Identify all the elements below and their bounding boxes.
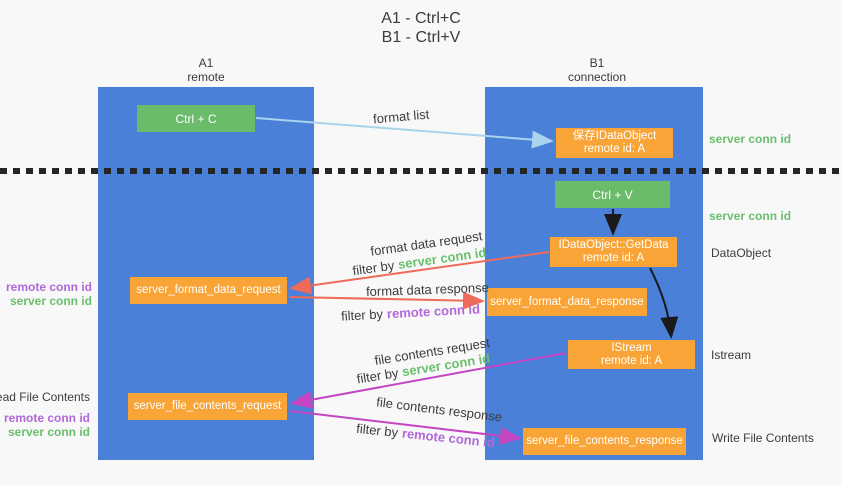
annotation-server-conn-id-left-bottom: server conn id [7,425,90,439]
node-ctrl-v-label: Ctrl + V [592,187,633,202]
filter-prefix: filter by [340,306,384,324]
node-server-format-data-response-label: server_format_data_response [490,295,644,308]
annotation-server-conn-id-top: server conn id [709,132,792,146]
annotation-istream: Istream [711,348,752,362]
annotation-read-file-contents: Read File Contents [0,390,90,404]
node-server-file-contents-request: server_file_contents_request [128,393,287,420]
filter-key-remote-conn-id: remote conn id [401,425,496,451]
node-istream: IStream remote id: A [568,340,695,369]
filter-key-remote-conn-id: remote conn id [386,301,481,322]
annotation-server-conn-id-left-top: server conn id [9,294,92,308]
dashed-divider [0,168,842,174]
title-line-1: A1 - Ctrl+C [381,10,461,27]
flow-label-file-contents-response: file contents response [375,394,503,425]
node-server-file-contents-response: server_file_contents_response [523,428,686,455]
annotation-write-file-contents: Write File Contents [712,431,814,445]
node-istream-line2: remote id: A [600,354,663,367]
node-getdata: IDataObject::GetData remote id: A [550,237,677,267]
node-server-file-contents-request-label: server_file_contents_request [133,400,282,412]
lane-a1-subtitle: remote [187,70,225,84]
node-getdata-line2: remote id: A [582,252,645,264]
lane-b1-header: B1 connection [537,56,657,84]
node-istream-line1: IStream [611,341,652,354]
node-ctrl-v: Ctrl + V [555,181,670,208]
lane-a1-header: A1 remote [146,56,266,84]
lane-b1-subtitle: connection [567,70,627,84]
title-line-2: B1 - Ctrl+V [381,29,461,46]
page-title: A1 - Ctrl+C B1 - Ctrl+V [0,9,842,47]
node-save-idataobject-line2: remote id: A [583,143,646,155]
node-server-format-data-response: server_format_data_response [487,288,647,316]
annotation-server-conn-id-mid: server conn id [709,209,792,223]
flow-label-format-list: format list [372,106,430,127]
flow-label-format-data-response: format data response [365,279,490,300]
node-ctrl-c: Ctrl + C [137,105,255,132]
filter-prefix: filter by [355,420,399,441]
node-server-format-data-request-label: server_format_data_request [136,284,281,296]
annotation-remote-conn-id-bottom: remote conn id [3,411,90,425]
annotation-remote-conn-id-top: remote conn id [5,280,92,294]
lane-a1-name: A1 [198,56,214,70]
filter-prefix: filter by [351,257,396,279]
filter-prefix: filter by [355,365,400,387]
node-getdata-line1: IDataObject::GetData [558,239,669,251]
annotation-dataobject: DataObject [711,246,772,260]
node-ctrl-c-label: Ctrl + C [175,111,217,126]
lane-b1-name: B1 [589,56,605,70]
node-save-idataobject: 保存IDataObject remote id: A [556,128,673,158]
node-server-file-contents-response-label: server_file_contents_response [526,435,683,447]
node-save-idataobject-line1: 保存IDataObject [572,130,657,142]
node-server-format-data-request: server_format_data_request [130,277,287,304]
